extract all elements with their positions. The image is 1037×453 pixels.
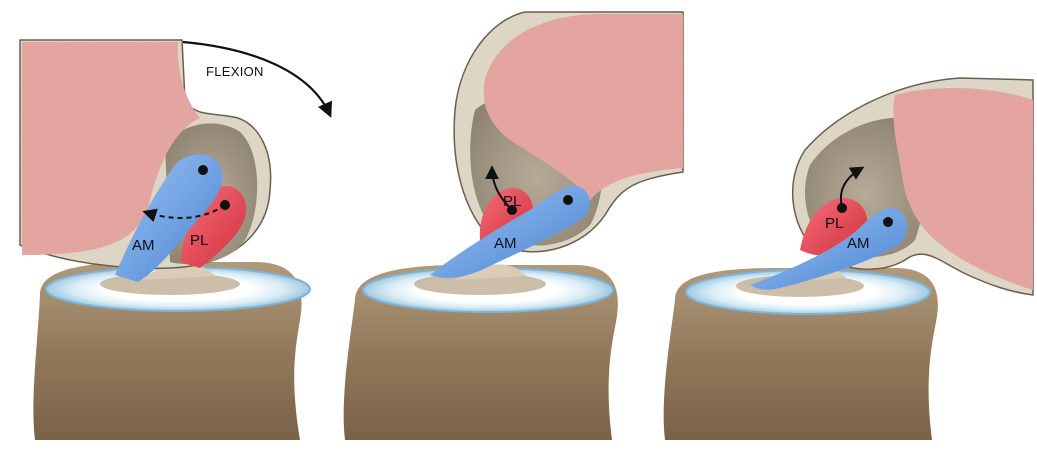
panel-2-mid-flexion: PL AM <box>344 12 683 440</box>
panel-1-extension: AM PL FLEXION <box>20 40 330 440</box>
am-attachment-dot-2 <box>563 195 573 205</box>
femur-bone-3 <box>893 88 1033 290</box>
pl-label-2: PL <box>503 193 521 210</box>
pl-label-3: PL <box>825 215 843 232</box>
pl-label-1: PL <box>190 232 208 249</box>
flexion-label: FLEXION <box>206 64 264 79</box>
am-label-2: AM <box>494 235 517 252</box>
am-label-1: AM <box>132 237 155 254</box>
am-attachment-dot-3 <box>883 217 893 227</box>
panel-3-deep-flexion: PL AM <box>664 78 1033 440</box>
am-label-3: AM <box>847 235 870 252</box>
am-attachment-dot-1 <box>198 165 208 175</box>
